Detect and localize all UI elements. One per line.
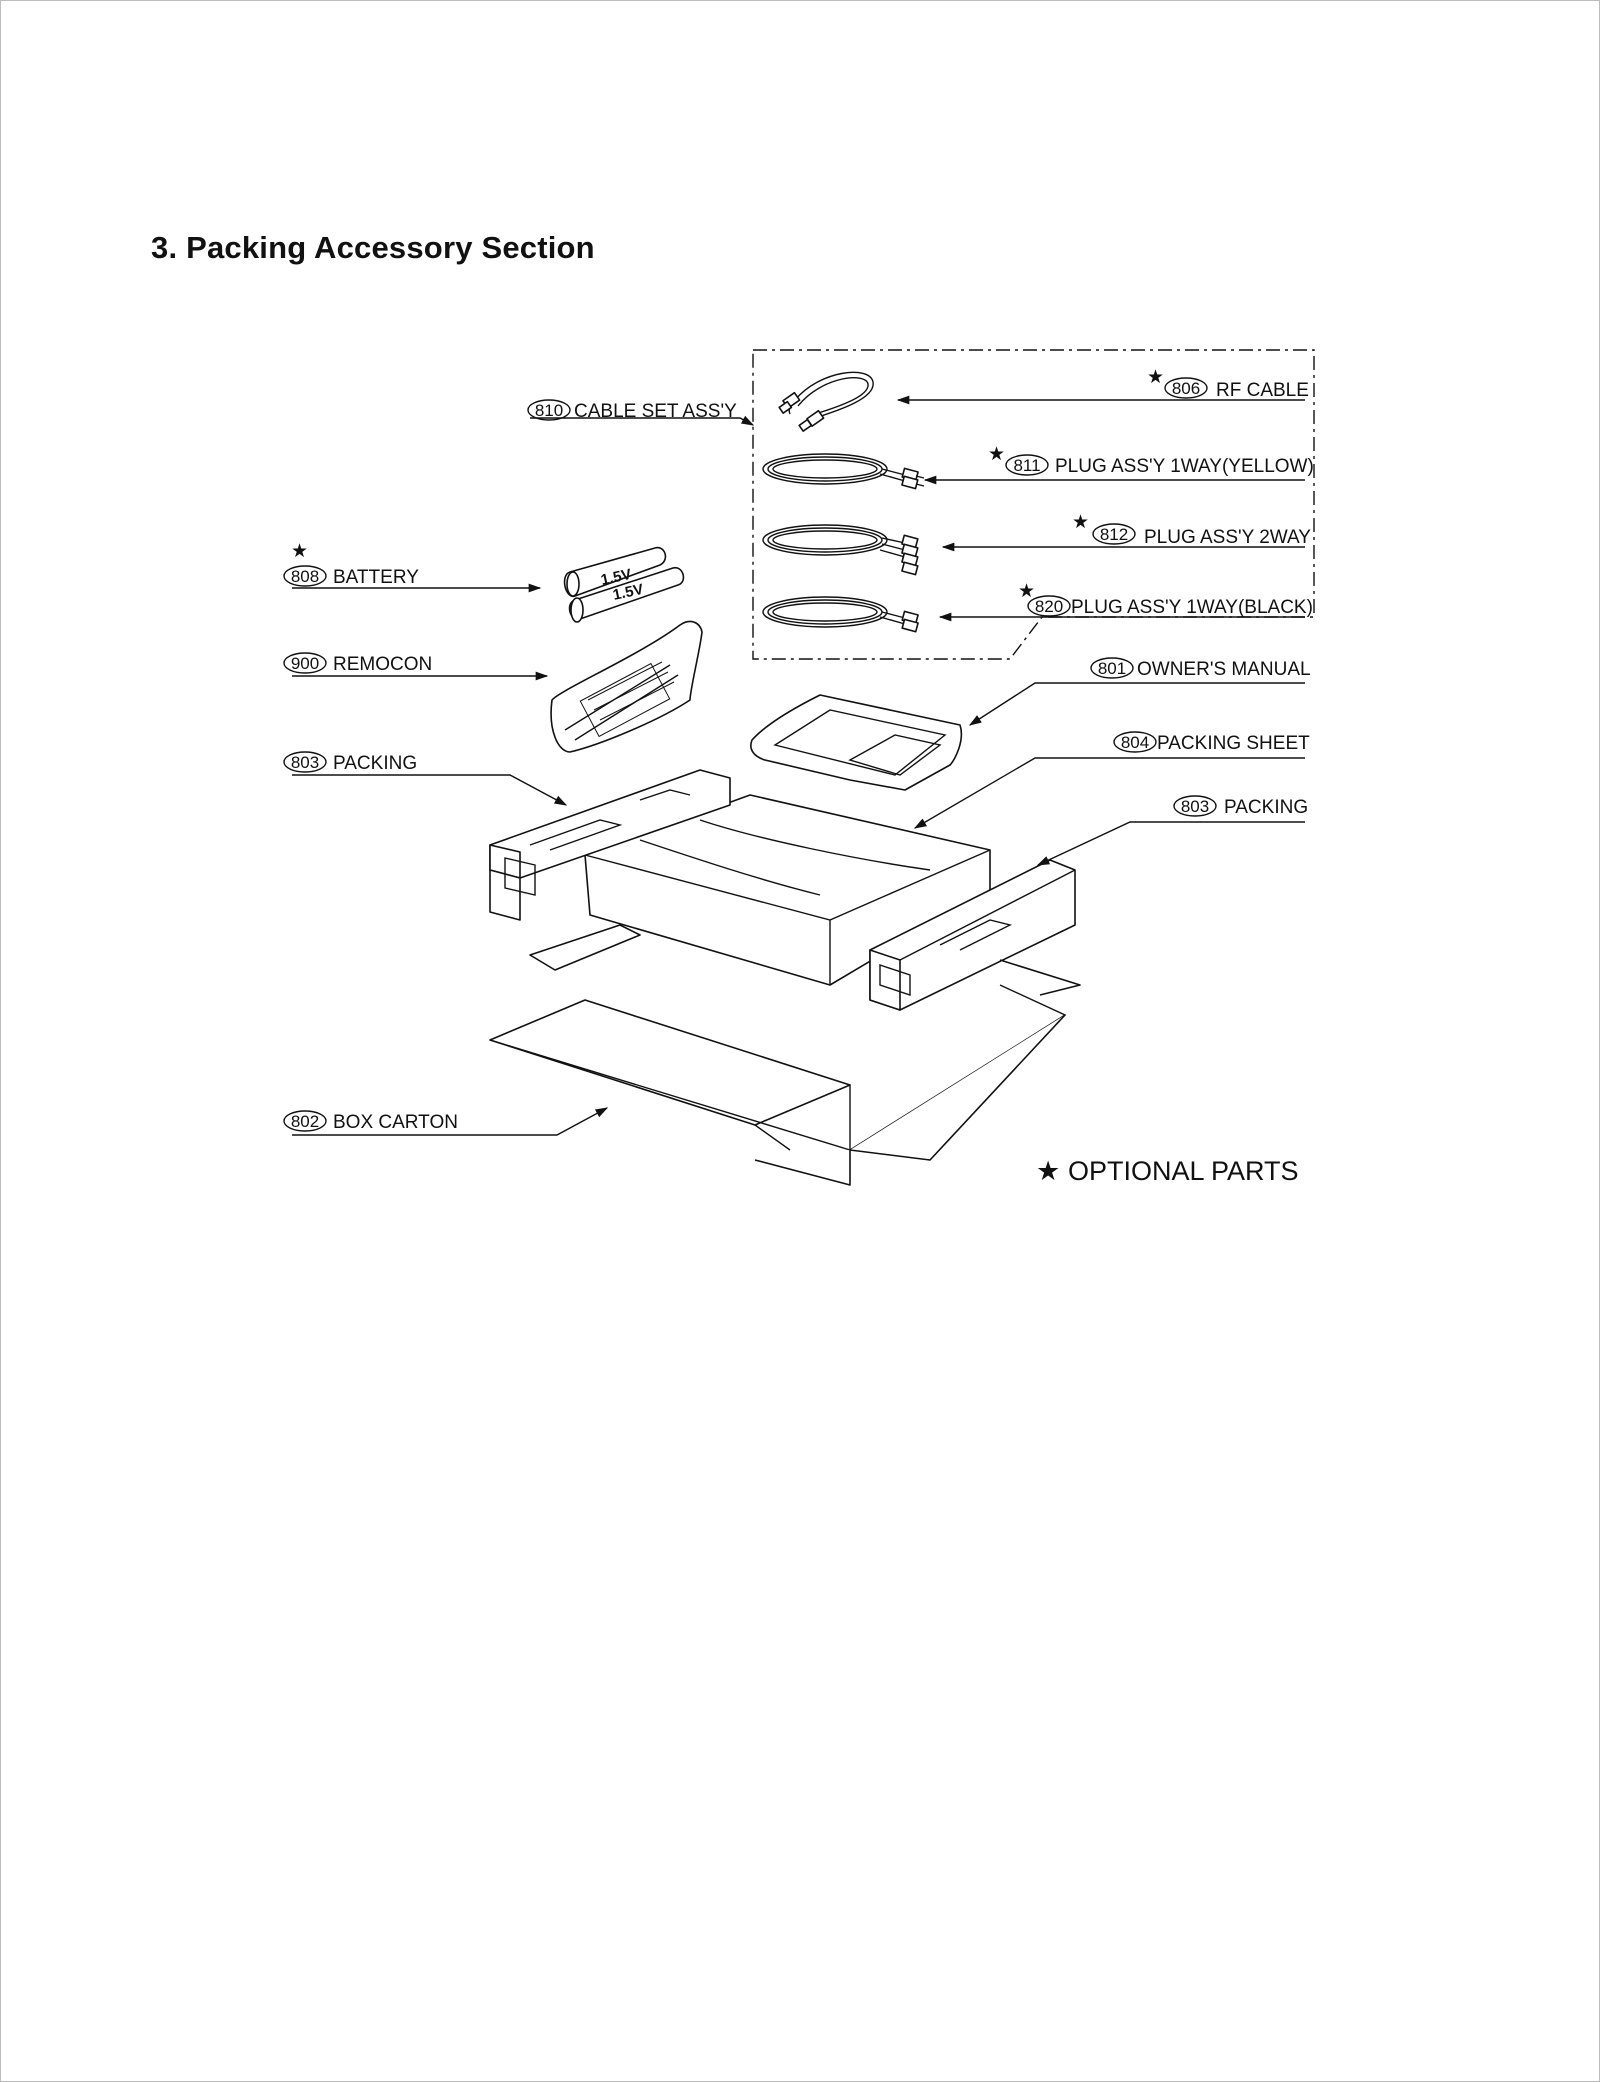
svg-text:PLUG ASS'Y 2WAY: PLUG ASS'Y 2WAY	[1144, 527, 1311, 548]
callout-810: 810 CABLE SET ASS'Y	[527, 399, 737, 422]
svg-text:CABLE SET ASS'Y: CABLE SET ASS'Y	[574, 401, 737, 422]
callout-900: 900 REMOCON	[283, 652, 432, 675]
svg-text:PACKING: PACKING	[333, 753, 417, 774]
optional-star-icon: ★	[1072, 512, 1089, 533]
callout-802: 802 BOX CARTON	[283, 1110, 458, 1133]
svg-text:810: 810	[535, 401, 563, 420]
callout-803-left: 803 PACKING	[283, 751, 417, 774]
svg-text:812: 812	[1100, 525, 1128, 544]
svg-text:801: 801	[1098, 659, 1126, 678]
plug-1way-yellow-drawing	[762, 453, 925, 490]
svg-text:REMOCON: REMOCON	[333, 654, 432, 675]
svg-text:806: 806	[1172, 379, 1200, 398]
callout-804: 804 PACKING SHEET	[1113, 731, 1310, 754]
svg-text:PLUG ASS'Y 1WAY(BLACK): PLUG ASS'Y 1WAY(BLACK)	[1071, 597, 1313, 618]
remote-control-drawing	[550, 620, 703, 753]
optional-star-icon: ★	[1147, 367, 1164, 388]
battery-marking-2: 1.5V	[611, 581, 645, 604]
battery-marking-1: 1.5V	[599, 566, 633, 589]
optional-parts-legend: ★ OPTIONAL PARTS	[1036, 1156, 1299, 1186]
svg-text:OWNER'S MANUAL: OWNER'S MANUAL	[1137, 659, 1311, 680]
legend-text: OPTIONAL PARTS	[1068, 1156, 1299, 1186]
right-packing-drawing	[869, 859, 1076, 1011]
optional-star-icon: ★	[1018, 581, 1035, 602]
callout-801: 801 OWNER'S MANUAL	[1090, 657, 1311, 680]
callout-808: ★ 808 BATTERY	[283, 541, 419, 588]
plug-1way-black-drawing	[762, 596, 919, 633]
svg-text:PLUG ASS'Y 1WAY(YELLOW): PLUG ASS'Y 1WAY(YELLOW)	[1055, 456, 1314, 477]
plug-2way-drawing	[762, 524, 919, 576]
optional-star-icon: ★	[291, 541, 308, 562]
left-packing-drawing	[489, 769, 731, 921]
svg-text:RF CABLE: RF CABLE	[1216, 380, 1309, 401]
svg-text:900: 900	[291, 654, 319, 673]
section-title: 3. Packing Accessory Section	[151, 230, 595, 265]
svg-text:PACKING SHEET: PACKING SHEET	[1157, 733, 1310, 754]
unit-in-packing-sheet-drawing	[584, 794, 991, 986]
svg-text:803: 803	[1181, 797, 1209, 816]
legend-star-icon: ★	[1036, 1156, 1060, 1186]
svg-text:802: 802	[291, 1112, 319, 1131]
svg-text:803: 803	[291, 753, 319, 772]
owners-manual-drawing	[750, 694, 963, 791]
leader-lines	[292, 395, 1305, 1136]
callout-812: ★ 812 PLUG ASS'Y 2WAY	[1072, 512, 1311, 548]
svg-text:808: 808	[291, 567, 319, 586]
svg-text:804: 804	[1121, 733, 1149, 752]
svg-text:BOX CARTON: BOX CARTON	[333, 1112, 458, 1133]
callout-803-right: 803 PACKING	[1173, 795, 1308, 818]
callout-820: ★ 820 PLUG ASS'Y 1WAY(BLACK)	[1018, 581, 1313, 618]
optional-star-icon: ★	[988, 444, 1005, 465]
battery-drawing: 1.5V 1.5V	[563, 546, 685, 623]
callout-811: ★ 811 PLUG ASS'Y 1WAY(YELLOW)	[988, 444, 1314, 477]
svg-text:811: 811	[1013, 456, 1040, 475]
rf-cable-drawing	[778, 371, 874, 432]
svg-text:BATTERY: BATTERY	[333, 567, 419, 588]
svg-text:PACKING: PACKING	[1224, 797, 1308, 818]
callout-806: ★ 806 RF CABLE	[1147, 367, 1309, 401]
svg-text:820: 820	[1035, 597, 1063, 616]
box-carton-drawing	[489, 924, 1081, 1186]
